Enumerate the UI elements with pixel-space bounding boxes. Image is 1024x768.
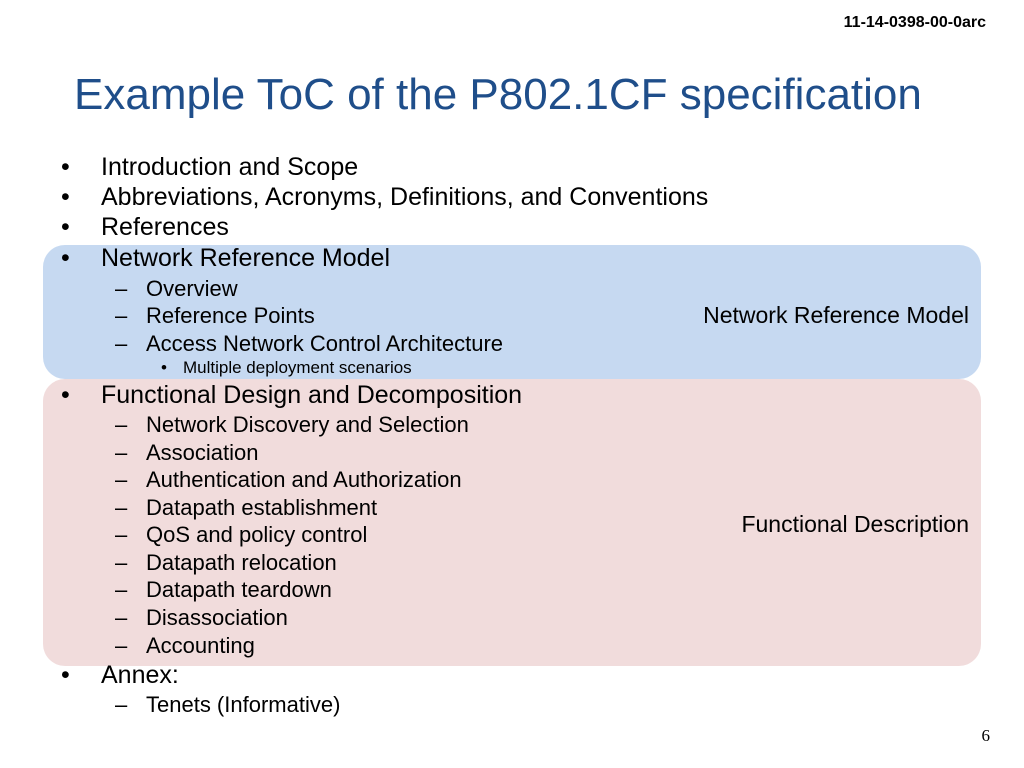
toc-subitem: Datapath teardown — [115, 577, 332, 603]
toc-subitem: Datapath establishment — [115, 495, 377, 521]
toc-item: References — [61, 213, 229, 242]
toc-subitem: Overview — [115, 276, 238, 302]
toc-subitem: Tenets (Informative) — [115, 692, 340, 718]
toc-subsubitem: Multiple deployment scenarios — [161, 358, 412, 378]
toc-subitem: Access Network Control Architecture — [115, 331, 503, 357]
toc-item: Abbreviations, Acronyms, Definitions, an… — [61, 183, 708, 212]
group-label-network-reference-model: Network Reference Model — [703, 302, 969, 328]
toc-subitem: Accounting — [115, 633, 255, 659]
toc-subitem: Datapath relocation — [115, 550, 337, 576]
toc-item: Functional Design and Decomposition — [61, 381, 522, 410]
toc-subitem: Association — [115, 440, 258, 466]
group-label-functional-description: Functional Description — [741, 511, 969, 537]
toc-subitem: QoS and policy control — [115, 522, 367, 548]
toc-item: Network Reference Model — [61, 244, 390, 273]
toc-item: Annex: — [61, 661, 179, 690]
toc-subitem: Network Discovery and Selection — [115, 412, 469, 438]
toc-subitem: Disassociation — [115, 605, 288, 631]
slide-title: Example ToC of the P802.1CF specificatio… — [74, 70, 922, 119]
toc-item: Introduction and Scope — [61, 153, 358, 182]
page-number: 6 — [981, 726, 991, 745]
toc-subitem: Authentication and Authorization — [115, 467, 462, 493]
toc-subitem: Reference Points — [115, 303, 315, 329]
document-id: 11-14-0398-00-0arc — [843, 14, 986, 31]
